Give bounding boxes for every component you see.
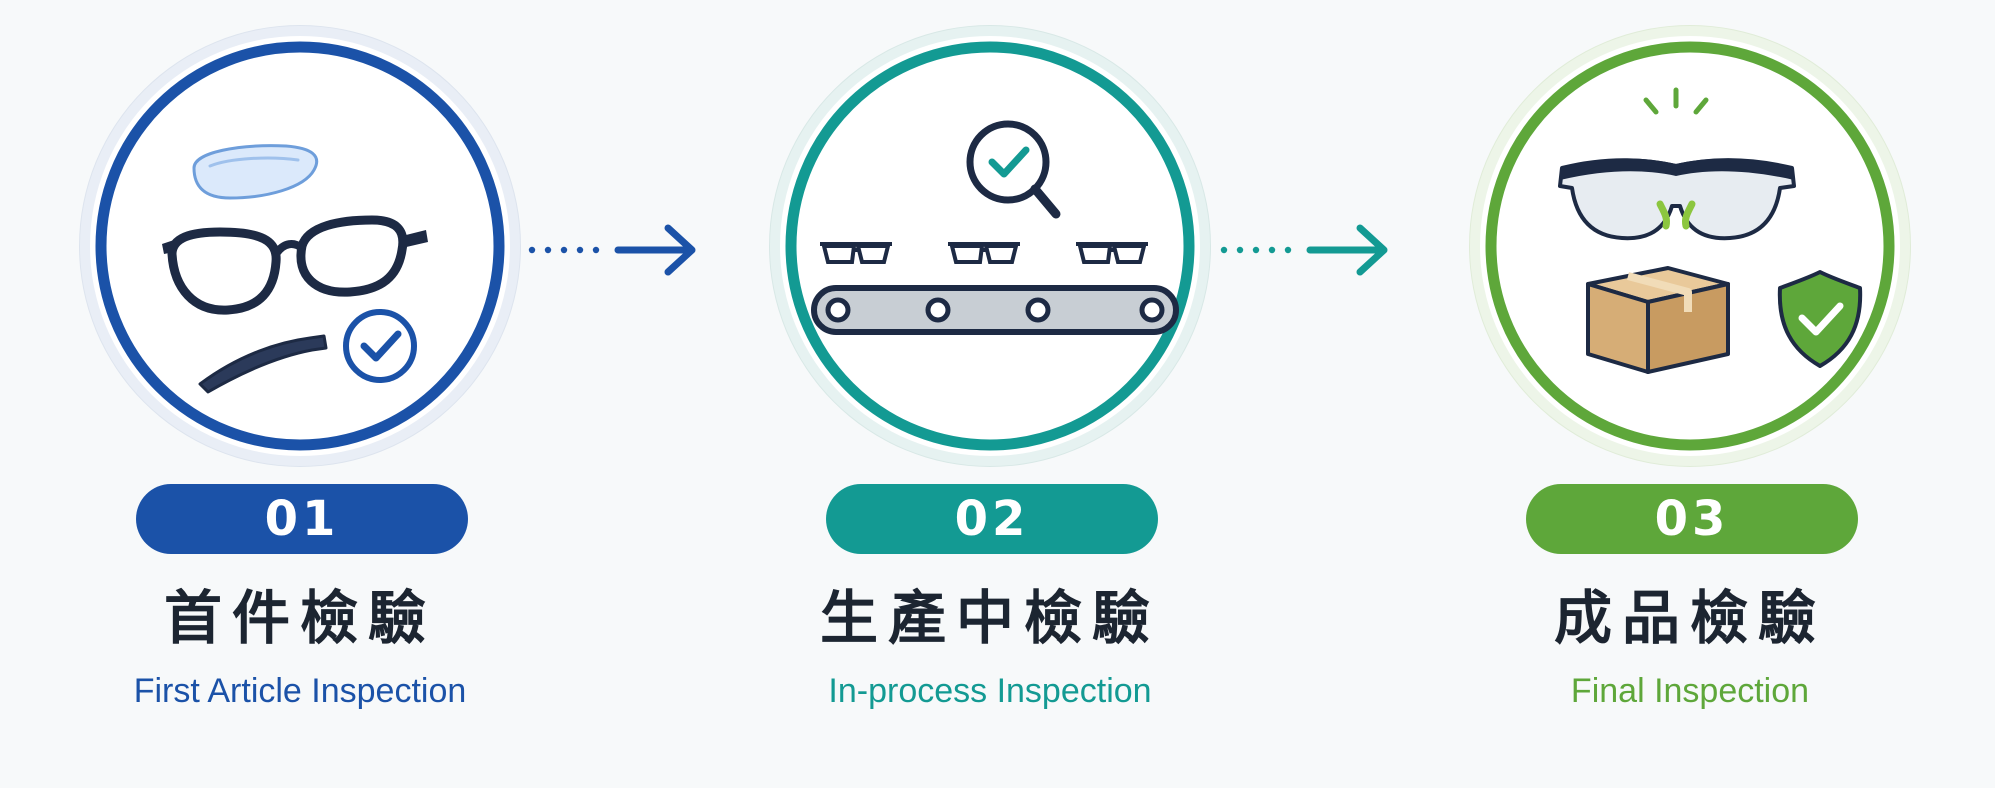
sparkle-icon (1643, 87, 1709, 115)
step-first-article: 01 首件檢驗 First Article Inspection (40, 0, 560, 788)
glasses-box-shield-icon (1485, 41, 1895, 451)
conveyor-belt-icon (811, 285, 1179, 335)
step-final: 03 成品檢驗 Final Inspection (1430, 0, 1950, 788)
connector-arrow-2 (1212, 220, 1402, 280)
step-title-en: Final Inspection (1570, 672, 1810, 710)
dotted-arrow-right-icon (528, 224, 696, 276)
step-title-zh: 成品檢驗 (1553, 584, 1826, 652)
step-title-zh: 首件檢驗 (163, 584, 436, 652)
lens-icon (192, 144, 319, 200)
shield-check-icon (1777, 270, 1863, 368)
step-title-en: In-process Inspection (828, 672, 1152, 710)
glasses-frame-icon (162, 215, 428, 315)
step-title-zh: 生產中檢驗 (819, 584, 1160, 652)
step-1-circle (90, 36, 510, 456)
check-badge-icon (343, 309, 417, 383)
safety-glasses-icon (1558, 158, 1796, 241)
connector-arrow-1 (520, 220, 710, 280)
step-number-badge: 02 (826, 484, 1158, 554)
step-3-circle (1480, 36, 1900, 456)
temple-arm-icon (198, 334, 328, 394)
small-glasses-icon (948, 242, 1020, 264)
shipping-box-icon (1586, 266, 1730, 374)
step-2-circle (780, 36, 1200, 456)
step-in-process: 02 生產中檢驗 In-process Inspection (730, 0, 1250, 788)
dotted-arrow-right-icon (1220, 224, 1388, 276)
small-glasses-icon (820, 242, 892, 264)
glasses-parts-check-icon (95, 41, 505, 451)
conveyor-magnifier-icon (785, 41, 1195, 451)
magnifier-check-icon (966, 120, 1061, 219)
step-number-badge: 01 (136, 484, 468, 554)
step-number-badge: 03 (1526, 484, 1858, 554)
small-glasses-icon (1076, 242, 1148, 264)
step-title-en: First Article Inspection (133, 672, 467, 710)
